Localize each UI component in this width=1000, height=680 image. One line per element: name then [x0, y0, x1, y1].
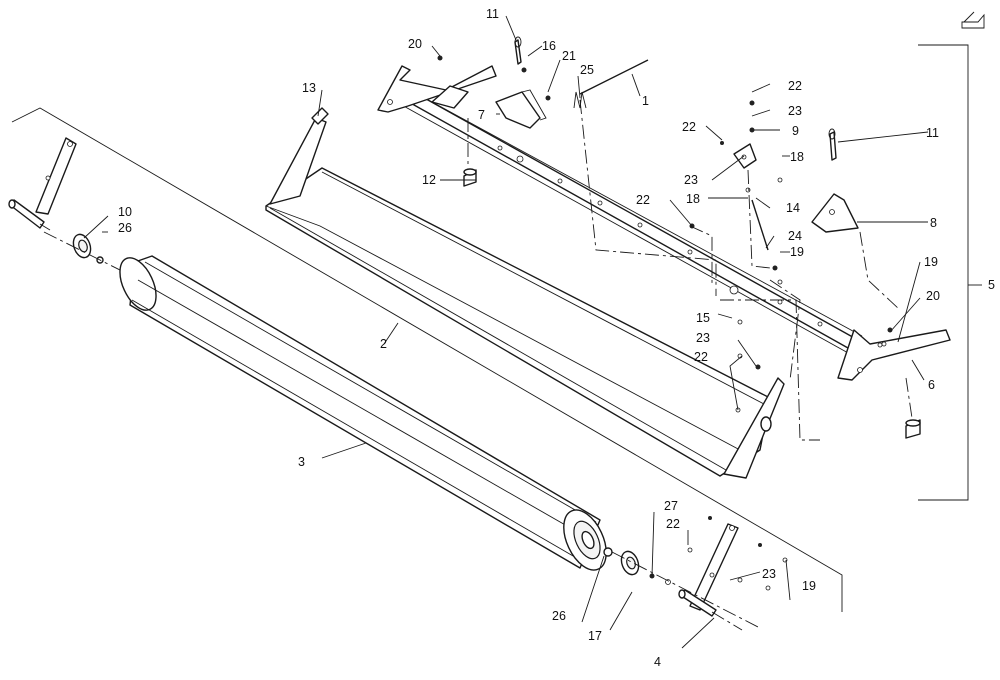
right-crank-hardware [611, 516, 788, 629]
return-arrow-icon[interactable] [961, 11, 985, 29]
callout-23c: 23 [696, 331, 710, 345]
callout-11b: 11 [926, 126, 939, 140]
callout-5: 5 [988, 278, 995, 292]
callout-13: 13 [302, 81, 316, 95]
callout-14: 14 [786, 201, 800, 215]
deflector-tray [265, 107, 785, 479]
callout-19b: 19 [924, 255, 938, 269]
callout-17: 17 [588, 629, 602, 643]
callout-19a: 19 [790, 245, 804, 259]
right-bearing [603, 547, 671, 585]
rubber-stop-12 [463, 118, 477, 187]
callout-2: 2 [380, 337, 387, 351]
rod-14 [751, 199, 769, 251]
callout-22e: 22 [666, 517, 680, 531]
main-roller [119, 255, 607, 571]
rubber-stop-right [905, 377, 921, 439]
callout-7: 7 [478, 108, 485, 122]
callout-24: 24 [788, 229, 802, 243]
left-bearing [72, 233, 104, 264]
callout-22b: 22 [682, 120, 696, 134]
callout-20b: 20 [926, 289, 940, 303]
callout-8: 8 [930, 216, 937, 230]
mount-bracket-9 [733, 143, 757, 169]
spring-pin-left [505, 15, 522, 65]
leader-lines [83, 45, 929, 649]
callout-4: 4 [654, 655, 661, 669]
frame-reference-lines [11, 107, 843, 612]
upper-beam [377, 65, 951, 381]
spring-pin-right [828, 128, 837, 161]
callout-18a: 18 [790, 150, 804, 164]
callout-27: 27 [664, 499, 678, 513]
callout-26b: 26 [552, 609, 566, 623]
spring-rod [573, 59, 649, 109]
mount-bracket-7 [495, 89, 547, 129]
callout-9: 9 [792, 124, 799, 138]
callout-1: 1 [642, 94, 649, 108]
callout-3: 3 [298, 455, 305, 469]
callout-23a: 23 [788, 104, 802, 118]
callout-25: 25 [580, 63, 594, 77]
callout-6: 6 [928, 378, 935, 392]
callout-22c: 22 [636, 193, 650, 207]
callout-22a: 22 [788, 79, 802, 93]
callout-23d: 23 [762, 567, 776, 581]
callout-11a: 11 [486, 7, 499, 21]
callout-22d: 22 [694, 350, 708, 364]
callout-20a: 20 [408, 37, 422, 51]
callout-12: 12 [422, 173, 436, 187]
callout-21: 21 [562, 49, 576, 63]
callout-16: 16 [542, 39, 556, 53]
assembly-centerlines [579, 99, 901, 441]
callout-26a: 26 [118, 221, 132, 235]
mount-bracket-8 [811, 193, 859, 233]
right-crank-arm [678, 523, 743, 631]
left-shaft-centerline [43, 231, 131, 276]
left-crank-arm [8, 137, 77, 231]
callout-labels: 1 2 3 4 5 6 7 8 9 10 11 11 12 13 14 15 1… [118, 7, 995, 669]
beam-holes [497, 145, 823, 327]
callout-15: 15 [696, 311, 710, 325]
small-bracket [431, 85, 469, 109]
callout-19c: 19 [802, 579, 816, 593]
callout-18b: 18 [686, 192, 700, 206]
callout-23b: 23 [684, 173, 698, 187]
callout-10: 10 [118, 205, 132, 219]
assembly-bracket [918, 44, 982, 501]
